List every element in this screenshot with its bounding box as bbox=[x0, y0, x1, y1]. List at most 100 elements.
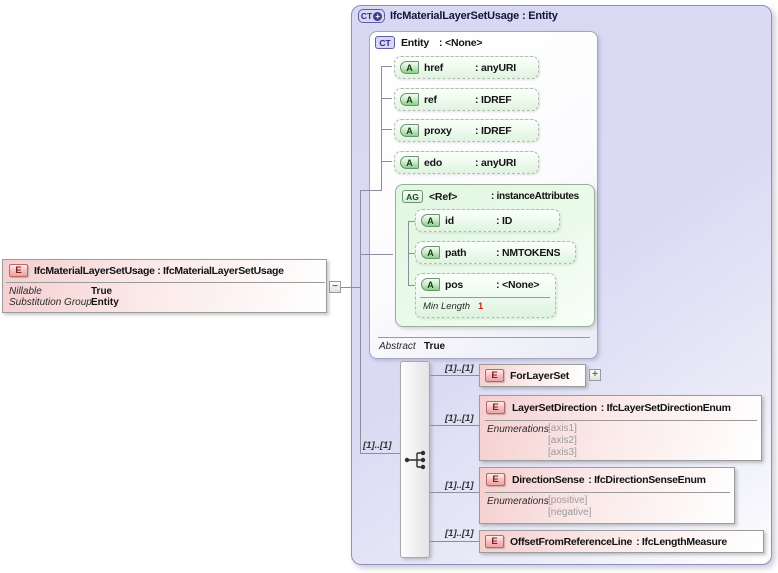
attribute-row-proxy[interactable]: A proxy : IDREF bbox=[394, 119, 539, 142]
cardinality-label: [1]..[1] bbox=[445, 363, 474, 374]
connector-line bbox=[408, 253, 415, 254]
connector-line bbox=[360, 190, 361, 454]
attribute-type: : anyURI bbox=[475, 62, 516, 74]
sequence-compositor[interactable] bbox=[400, 361, 430, 558]
base-type-type: : <None> bbox=[439, 37, 483, 49]
facet-separator bbox=[420, 297, 550, 298]
attribute-group-type: : instanceAttributes bbox=[491, 191, 579, 202]
facet-label-nillable: Nillable bbox=[9, 286, 42, 297]
connector-line bbox=[341, 287, 360, 288]
attribute-name: id bbox=[445, 215, 454, 227]
element-box-ifcmateriallayersetusage[interactable]: E IfcMaterialLayerSetUsage : IfcMaterial… bbox=[2, 259, 327, 313]
element-title: IfcMaterialLayerSetUsage : IfcMaterialLa… bbox=[34, 265, 284, 277]
attribute-row-path[interactable]: A path : NMTOKENS bbox=[415, 241, 576, 264]
attribute-icon: A bbox=[421, 246, 440, 259]
attribute-icon: A bbox=[421, 214, 440, 227]
header-separator bbox=[485, 492, 730, 493]
attribute-icon: A bbox=[400, 124, 419, 137]
enumerations-label: Enumerations bbox=[487, 424, 549, 435]
attribute-type: : <None> bbox=[496, 279, 540, 291]
element-icon: E bbox=[9, 264, 28, 277]
connector-line bbox=[381, 66, 392, 67]
element-icon: E bbox=[485, 369, 504, 382]
attribute-icon: A bbox=[400, 61, 419, 74]
connector-line bbox=[430, 541, 479, 542]
complextype-icon-label: CT bbox=[360, 10, 373, 21]
attribute-name: path bbox=[445, 247, 467, 259]
attribute-name: edo bbox=[424, 157, 443, 169]
header-separator bbox=[6, 282, 325, 283]
connector-line bbox=[408, 285, 415, 286]
complextype-extension-icon: CT + bbox=[358, 9, 385, 23]
cardinality-label: [1]..[1] bbox=[363, 440, 392, 451]
facet-separator bbox=[378, 337, 590, 338]
attribute-type: : IDREF bbox=[475, 125, 512, 137]
element-title: DirectionSense: IfcDirectionSenseEnum bbox=[512, 474, 706, 486]
element-title: LayerSetDirection: IfcLayerSetDirectionE… bbox=[512, 402, 731, 414]
attribute-type: : anyURI bbox=[475, 157, 516, 169]
attribute-group-name: <Ref> bbox=[429, 191, 458, 203]
sequence-icon bbox=[404, 450, 426, 470]
attribute-name: href bbox=[424, 62, 444, 74]
attribute-type: : IDREF bbox=[475, 94, 512, 106]
connector-line bbox=[360, 190, 382, 191]
complextype-icon: CT bbox=[375, 36, 395, 49]
expand-button[interactable]: + bbox=[589, 369, 601, 381]
connector-line bbox=[381, 129, 392, 130]
element-icon: E bbox=[486, 401, 505, 414]
facet-value-minlength: 1 bbox=[478, 301, 484, 312]
cardinality-label: [1]..[1] bbox=[445, 528, 474, 539]
connector-line bbox=[360, 453, 400, 454]
attribute-type: : ID bbox=[496, 215, 513, 227]
connector-line bbox=[430, 375, 479, 376]
facet-value-abstract: True bbox=[424, 341, 446, 352]
connector-line bbox=[430, 425, 479, 426]
base-type-name: Entity bbox=[401, 37, 429, 49]
attribute-row-pos[interactable]: A pos : <None> Min Length 1 bbox=[415, 273, 556, 318]
connector-line bbox=[408, 221, 415, 222]
facet-label-abstract: Abstract bbox=[379, 341, 416, 352]
enum-value: [axis3] bbox=[548, 447, 577, 458]
connector-line bbox=[360, 254, 393, 255]
element-box-directionsense[interactable]: E DirectionSense: IfcDirectionSenseEnum … bbox=[479, 467, 735, 524]
attribute-icon: A bbox=[400, 156, 419, 169]
attribute-group-box-ref[interactable]: AG <Ref> : instanceAttributes A id : ID … bbox=[395, 184, 595, 327]
facet-value-substitution-group: Entity bbox=[91, 297, 119, 308]
facet-label-substitution-group: Substitution Group bbox=[9, 297, 92, 308]
element-icon: E bbox=[486, 473, 505, 486]
cardinality-label: [1]..[1] bbox=[445, 413, 474, 424]
enum-value: [axis1] bbox=[548, 423, 577, 434]
base-type-box-entity[interactable]: CT Entity : <None> A href : anyURI A ref… bbox=[369, 31, 598, 359]
facet-label-minlength: Min Length bbox=[423, 301, 471, 312]
element-title: ForLayerSet bbox=[510, 370, 570, 382]
collapse-button[interactable]: − bbox=[329, 281, 341, 293]
connector-line bbox=[381, 66, 382, 191]
attribute-type: : NMTOKENS bbox=[496, 247, 561, 259]
attribute-row-id[interactable]: A id : ID bbox=[415, 209, 560, 232]
enumerations-label: Enumerations bbox=[487, 496, 549, 507]
connector-line bbox=[430, 492, 479, 493]
attribute-row-href[interactable]: A href : anyURI bbox=[394, 56, 539, 79]
complextype-box-ifcmateriallayersetusage[interactable]: CT + IfcMaterialLayerSetUsage : Entity C… bbox=[351, 5, 772, 565]
element-box-layersetdirection[interactable]: E LayerSetDirection: IfcLayerSetDirectio… bbox=[479, 395, 762, 461]
attribute-name: ref bbox=[424, 94, 437, 106]
attribute-group-icon: AG bbox=[402, 190, 423, 203]
attribute-name: proxy bbox=[424, 125, 452, 137]
element-box-offsetfromreferenceline[interactable]: E OffsetFromReferenceLine: IfcLengthMeas… bbox=[479, 530, 764, 553]
enum-value: [positive] bbox=[548, 495, 588, 506]
element-icon: E bbox=[485, 535, 504, 548]
attribute-row-ref[interactable]: A ref : IDREF bbox=[394, 88, 539, 111]
attribute-row-edo[interactable]: A edo : anyURI bbox=[394, 151, 539, 174]
complextype-title: IfcMaterialLayerSetUsage : Entity bbox=[390, 10, 558, 22]
facet-value-nillable: True bbox=[91, 286, 113, 297]
element-title: OffsetFromReferenceLine: IfcLengthMeasur… bbox=[510, 536, 727, 548]
extension-plus-icon: + bbox=[373, 11, 383, 21]
attribute-icon: A bbox=[400, 93, 419, 106]
attribute-name: pos bbox=[445, 279, 464, 291]
enum-value: [negative] bbox=[548, 507, 592, 518]
attribute-icon: A bbox=[421, 278, 440, 291]
element-box-forlayerset[interactable]: E ForLayerSet bbox=[479, 364, 586, 387]
connector-line bbox=[381, 161, 392, 162]
enum-value: [axis2] bbox=[548, 435, 577, 446]
connector-line bbox=[381, 98, 392, 99]
